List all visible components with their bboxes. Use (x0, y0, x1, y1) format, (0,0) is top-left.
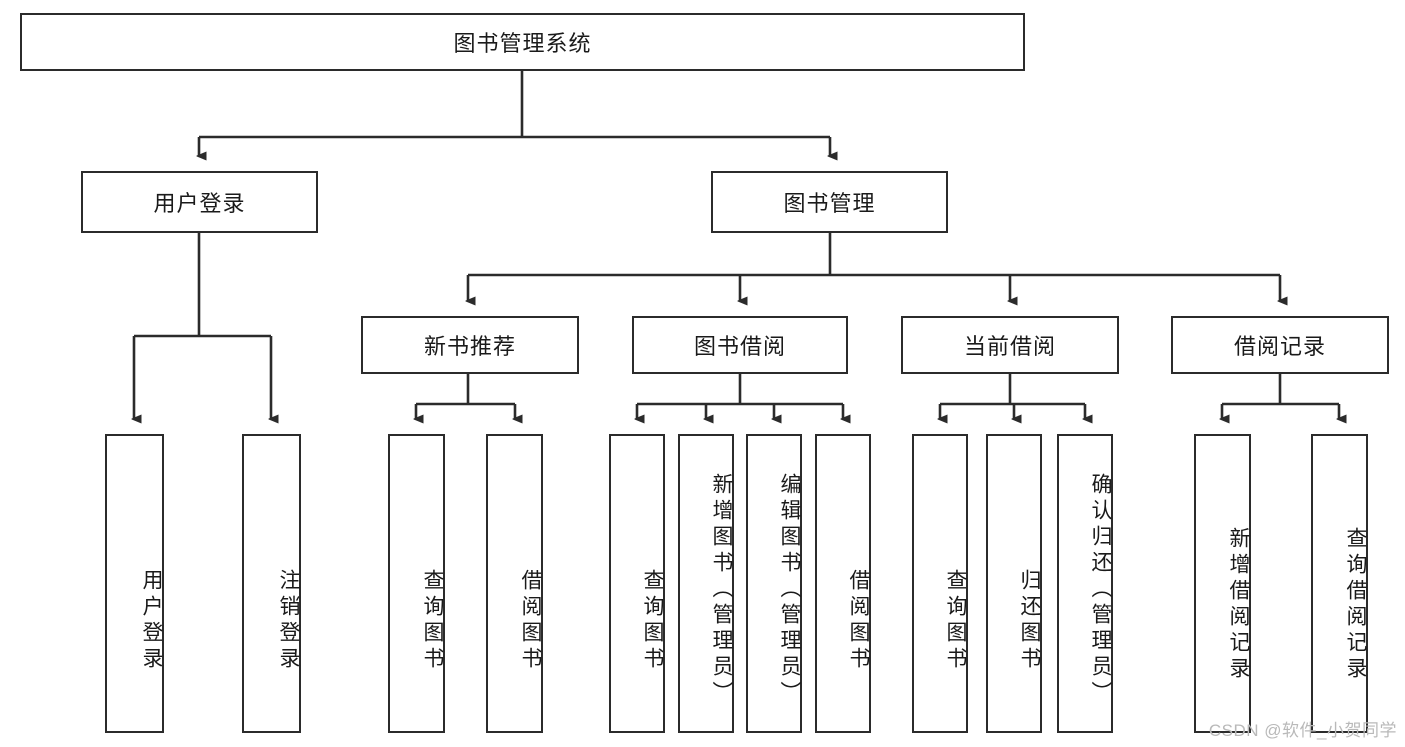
node-leaf-borrow-book-label: 借阅图书 (847, 568, 870, 673)
node-leaf-borrow-book-new[interactable]: 借阅图书 (486, 434, 543, 733)
node-leaf-borrow-book[interactable]: 借阅图书 (815, 434, 871, 733)
node-user-login[interactable]: 用户登录 (81, 171, 318, 233)
watermark-text: CSDN @软件_小贺同学 (1208, 721, 1397, 740)
node-new-book-recommend[interactable]: 新书推荐 (361, 316, 579, 374)
node-leaf-query-borrow-record-label: 查询借阅记录 (1344, 526, 1367, 683)
node-leaf-confirm-return-admin-label: 确认归还（管理员） (1089, 472, 1112, 707)
node-leaf-query-borrow-record[interactable]: 查询借阅记录 (1311, 434, 1368, 733)
node-leaf-logout[interactable]: 注销登录 (242, 434, 301, 733)
node-root[interactable]: 图书管理系统 (20, 13, 1025, 71)
node-root-label: 图书管理系统 (453, 31, 592, 56)
node-book-borrow[interactable]: 图书借阅 (632, 316, 848, 374)
node-current-borrow-label: 当前借阅 (963, 334, 1056, 359)
node-leaf-add-book-admin[interactable]: 新增图书（管理员） (678, 434, 734, 733)
node-leaf-edit-book-admin-label: 编辑图书（管理员） (778, 472, 801, 707)
node-book-borrow-label: 图书借阅 (693, 334, 786, 359)
node-book-management[interactable]: 图书管理 (711, 171, 948, 233)
node-leaf-add-borrow-record[interactable]: 新增借阅记录 (1194, 434, 1251, 733)
node-leaf-add-book-admin-label: 新增图书（管理员） (710, 472, 733, 707)
node-book-management-label: 图书管理 (783, 191, 876, 216)
node-current-borrow[interactable]: 当前借阅 (901, 316, 1119, 374)
node-leaf-edit-book-admin[interactable]: 编辑图书（管理员） (746, 434, 802, 733)
node-leaf-query-book-new[interactable]: 查询图书 (388, 434, 445, 733)
node-leaf-user-login-label: 用户登录 (140, 568, 163, 673)
node-leaf-query-book-borrow-label: 查询图书 (641, 568, 664, 673)
node-leaf-return-book-label: 归还图书 (1018, 568, 1041, 673)
node-leaf-confirm-return-admin[interactable]: 确认归还（管理员） (1057, 434, 1113, 733)
node-leaf-query-book-borrow[interactable]: 查询图书 (609, 434, 665, 733)
node-borrow-record-label: 借阅记录 (1233, 334, 1326, 359)
node-leaf-add-borrow-record-label: 新增借阅记录 (1227, 526, 1250, 683)
node-leaf-query-book-new-label: 查询图书 (421, 568, 444, 673)
node-leaf-user-login[interactable]: 用户登录 (105, 434, 164, 733)
node-user-login-label: 用户登录 (153, 191, 246, 216)
node-leaf-query-book-current[interactable]: 查询图书 (912, 434, 968, 733)
node-borrow-record[interactable]: 借阅记录 (1171, 316, 1389, 374)
node-leaf-borrow-book-new-label: 借阅图书 (519, 568, 542, 673)
node-leaf-query-book-current-label: 查询图书 (944, 568, 967, 673)
node-leaf-logout-label: 注销登录 (277, 568, 300, 673)
node-leaf-return-book[interactable]: 归还图书 (986, 434, 1042, 733)
node-new-book-recommend-label: 新书推荐 (423, 334, 516, 359)
